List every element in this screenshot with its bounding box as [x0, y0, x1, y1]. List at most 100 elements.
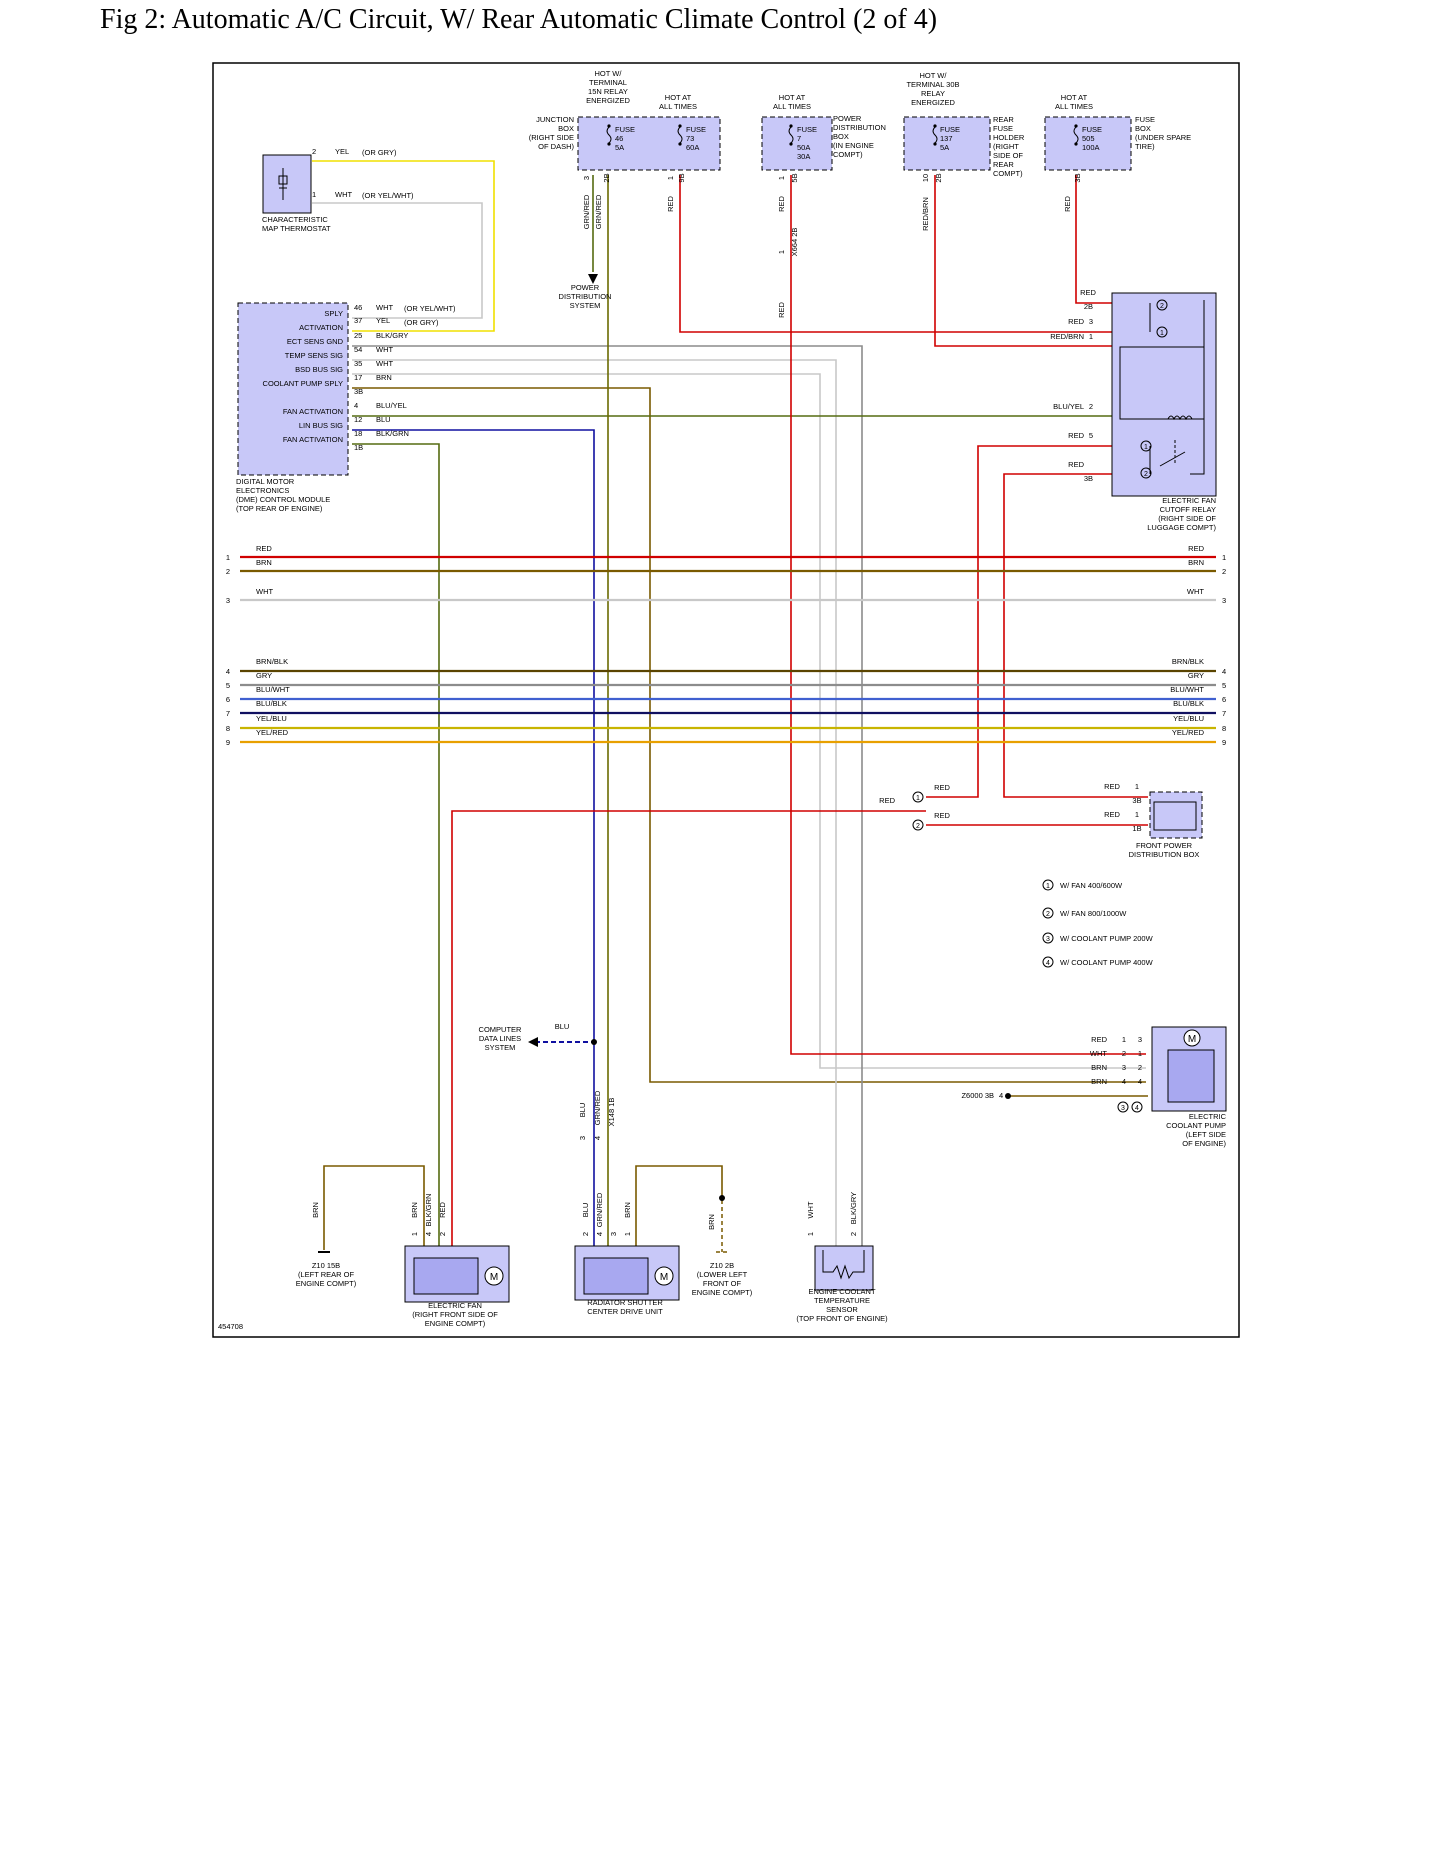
label-wire-label-11: WHT — [376, 359, 393, 368]
vlabel-v-wht: WHT — [806, 1201, 815, 1218]
label-wire-label-27: BLU — [555, 1022, 570, 1031]
legend-marker — [1042, 907, 1054, 919]
legend-text: W/ COOLANT PUMP 400W — [1060, 958, 1154, 967]
bus-number-right: 6 — [1222, 695, 1226, 704]
vpin-vn-2: 2B — [602, 173, 611, 182]
label-fig-id: 454708 — [218, 1322, 243, 1331]
vlabel-v-red-3: RED — [1063, 196, 1072, 212]
vpin-vn-18: 3 — [609, 1232, 618, 1236]
radiator-shutter-drive-unit: M — [574, 1245, 680, 1301]
label-wire-label-25: RED — [1104, 782, 1120, 791]
bus-label-left: BLU/WHT — [256, 685, 290, 694]
wire-2 — [352, 387, 1146, 1083]
bus-label-left: RED — [256, 544, 272, 553]
legend-text: W/ FAN 400/600W — [1060, 881, 1123, 890]
wire-3 — [352, 359, 837, 1246]
label-pin-num-1: 2 — [312, 147, 316, 156]
wire-0 — [312, 160, 495, 332]
label-pin-num-13: 1B — [354, 443, 363, 452]
bus-label-left: GRY — [256, 671, 272, 680]
coolant-pump-options: 3 4 — [1117, 1101, 1143, 1113]
bus-number-right: 2 — [1222, 567, 1226, 576]
vpin-vn-11: 3 — [578, 1136, 587, 1140]
vpin-vn-16: 2 — [581, 1232, 590, 1236]
svg-text:2: 2 — [1144, 471, 1148, 478]
label-wire-label-4: (OR YEL/WHT) — [362, 191, 414, 200]
label-wire-label-14: BLU — [376, 415, 391, 424]
svg-text:2: 2 — [1160, 303, 1164, 310]
label-pin-num-8: 17 — [354, 373, 362, 382]
diagram-frame — [212, 62, 1240, 1338]
bus-number-right: 8 — [1222, 724, 1226, 733]
label-wire-label-5: WHT — [376, 303, 393, 312]
label-wire-label-7: YEL — [376, 316, 390, 325]
label-pin-num-24: 1 — [1122, 1035, 1126, 1044]
vlabel-v-grnred-1: GRN/RED — [582, 194, 591, 229]
vlabel-v-brn-1: BRN — [311, 1202, 320, 1218]
label-pin-num-28: 3 — [1122, 1063, 1126, 1072]
bus-number-right: 3 — [1222, 596, 1226, 605]
bus-label-left: YEL/RED — [256, 728, 289, 737]
label-wire-label-13: BLU/YEL — [376, 401, 407, 410]
bus-label-left: WHT — [256, 587, 273, 596]
vlabel-v-blu: BLU — [578, 1103, 587, 1118]
vpin-vn-10: 1 — [777, 250, 786, 254]
wire-20 — [635, 1165, 723, 1246]
label-wire-label-24: RED — [934, 811, 950, 820]
bus-label-left: BLU/BLK — [256, 699, 287, 708]
label-wire-label-15: BLK/GRN — [376, 429, 409, 438]
vpin-vn-3: 1 — [666, 176, 675, 180]
label-wire-label-18: RED/BRN — [1050, 332, 1084, 341]
bus-label-right: YEL/BLU — [1173, 714, 1204, 723]
label-wire-label-22: RED — [934, 783, 950, 792]
vpin-vn-15: 2 — [438, 1232, 447, 1236]
bus-label-left: BRN — [256, 558, 272, 567]
diagram-vertical-labels: GRN/RED GRN/RED RED RED RED/BRN RED X664 2B RED… — [311, 173, 1082, 1236]
label-wire-label-29: WHT — [1090, 1049, 1107, 1058]
label-wire-label-2: (OR GRY) — [362, 148, 397, 157]
label-wire-label-20: RED — [1068, 431, 1084, 440]
label-wire-label-9: BLK/GRY — [376, 331, 408, 340]
bus-label-right: BRN — [1188, 558, 1204, 567]
vpin-vn-19: 1 — [623, 1232, 632, 1236]
vpin-vn-14: 4 — [424, 1232, 433, 1236]
label-pin-num-19: 3B — [1084, 474, 1093, 483]
ground-z10-2b — [716, 1195, 728, 1253]
label-pin-num-11: 12 — [354, 415, 362, 424]
label-pin-num-29: 2 — [1138, 1063, 1142, 1072]
label-pin-num-12: 18 — [354, 429, 362, 438]
vpin-vn-12: 4 — [593, 1136, 602, 1140]
legend-text: W/ COOLANT PUMP 200W — [1060, 934, 1154, 943]
vpin-vn-4: 9B — [677, 173, 686, 182]
wire-4 — [352, 373, 1146, 1069]
engine-coolant-temperature-sensor — [814, 1245, 874, 1291]
wire-18 — [451, 810, 926, 1246]
wire-16 — [1003, 473, 1148, 798]
dme-pin-label: TEMP SENS SIG — [285, 351, 343, 360]
svg-text:1: 1 — [1160, 330, 1164, 337]
label-pin-num-17: 2 — [1089, 402, 1093, 411]
front-power-distribution-box — [1149, 791, 1203, 839]
vlabel-v-x664: X664 2B — [790, 228, 799, 257]
vlabel-v-grnred-3: GRN/RED — [593, 1090, 602, 1125]
label-z6000: Z6000 3B — [961, 1091, 994, 1100]
label-pin-num-26: 2 — [1122, 1049, 1126, 1058]
bus-number-right: 7 — [1222, 709, 1226, 718]
label-pin-num-6: 54 — [354, 345, 362, 354]
wire-12 — [790, 175, 1146, 1055]
label-pin-num-4: 37 — [354, 316, 362, 325]
